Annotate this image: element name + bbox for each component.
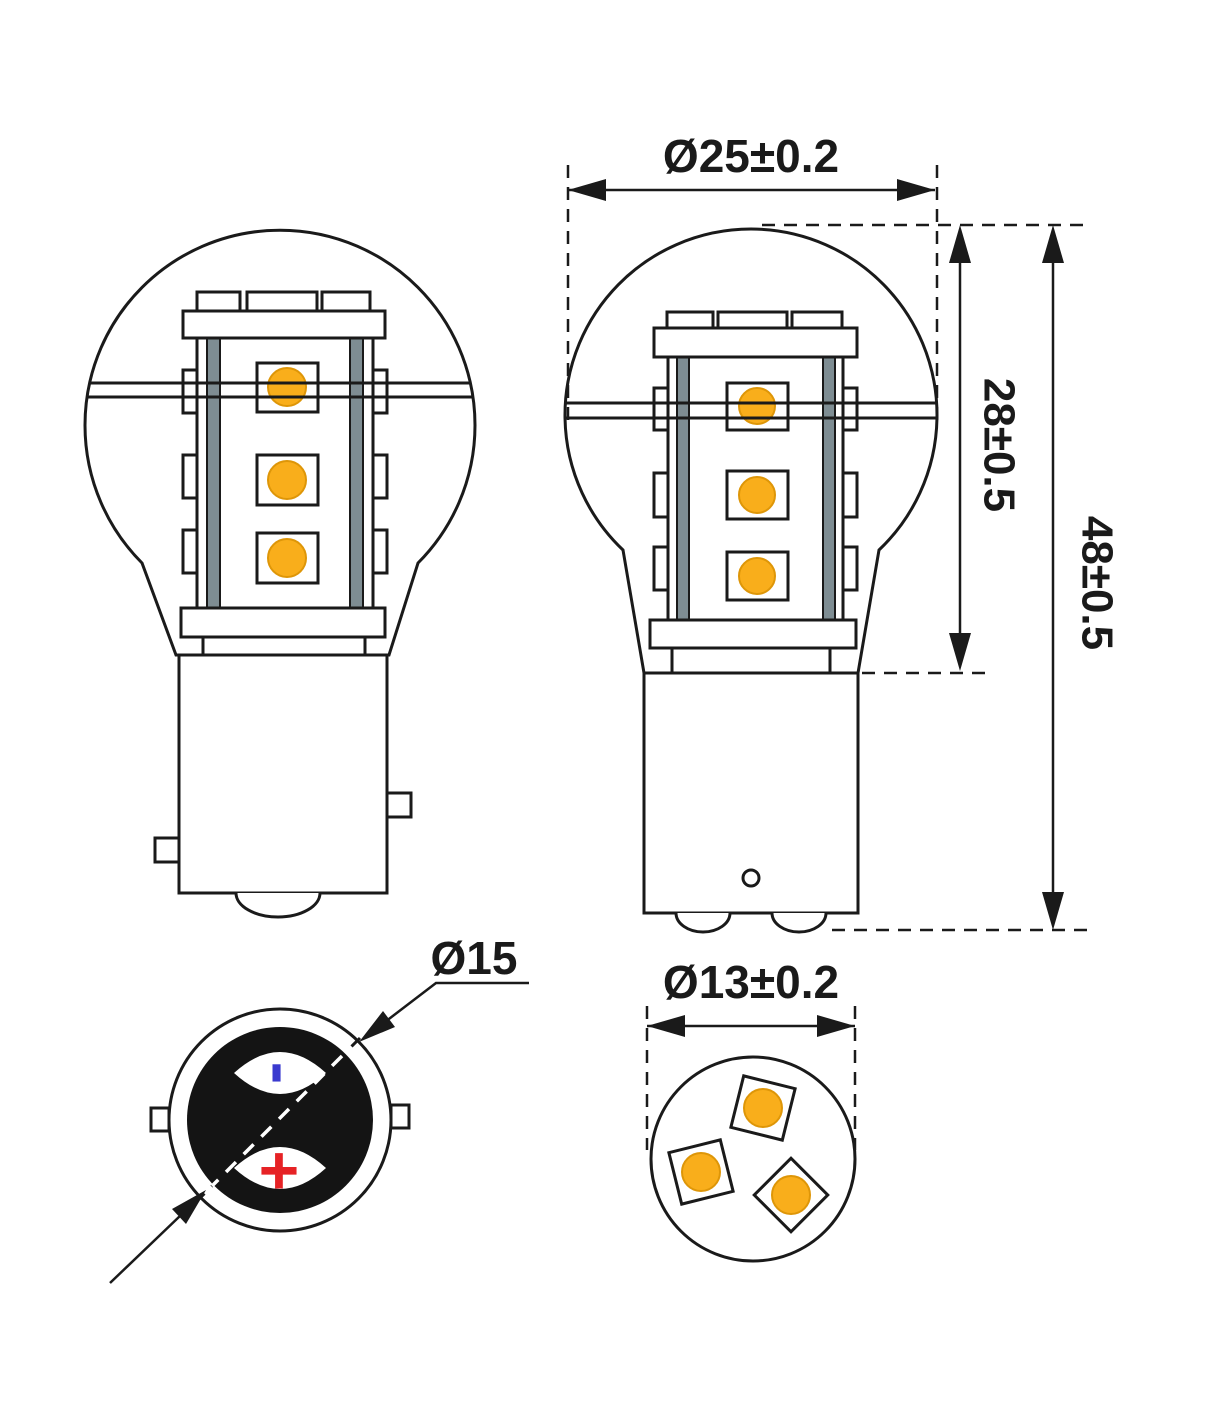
side-led-edge — [652, 386, 670, 432]
dimension-label: Ø15 — [431, 932, 518, 984]
arrowhead-right — [897, 179, 935, 201]
led-chip — [267, 538, 307, 578]
top-led-edge — [665, 310, 715, 330]
top-led-edge — [320, 290, 372, 313]
arrowhead-left — [568, 179, 606, 201]
arrowhead-down — [949, 633, 971, 671]
arrowhead-down — [1042, 892, 1064, 930]
arrowhead-left — [647, 1015, 685, 1037]
led-chip — [743, 1088, 783, 1128]
side-led-edge — [371, 528, 389, 575]
bayonet-base-shell — [177, 653, 389, 895]
side-led-edge — [652, 471, 670, 519]
led-chip — [681, 1152, 721, 1192]
bayonet-pin-right — [389, 1103, 411, 1130]
tower-top-plate — [181, 309, 387, 340]
arrowhead-up — [949, 225, 971, 263]
tower-top-plate — [652, 326, 859, 359]
tower-rail-left — [676, 356, 690, 621]
dim-base-diameter: Ø15 — [359, 932, 529, 1042]
top-led-edge — [245, 290, 319, 313]
base-bottom-contact — [674, 912, 732, 934]
leader-arrowhead — [359, 1011, 395, 1042]
dim-bulb-diameter: Ø25±0.2 — [566, 130, 939, 420]
base-bottom-contact — [234, 892, 322, 919]
tower-bottom-plate — [648, 618, 858, 650]
led-tower-front — [179, 290, 389, 657]
dimension-label: Ø25±0.2 — [663, 130, 839, 182]
led-chip — [738, 557, 776, 595]
tower-rail-left — [206, 337, 221, 611]
contact-window-negative — [234, 1052, 326, 1094]
dimension-label: 28±0.5 — [975, 378, 1024, 512]
top-view-led-platform: Ø13±0.2 — [645, 956, 857, 1263]
side-led-edge — [181, 528, 199, 575]
front-view-bulb — [83, 228, 477, 919]
bayonet-pin-left — [153, 836, 181, 864]
side-led-edge — [371, 453, 389, 500]
negative-polarity-mark: - — [244, 1062, 320, 1085]
arrowhead-up — [1042, 225, 1064, 263]
tower-bottom-plate — [179, 606, 387, 639]
dimension-label: 48±0.5 — [1073, 516, 1122, 650]
positive-polarity-mark: + — [259, 1131, 300, 1209]
dim-glass-height: 28±0.5 — [762, 223, 1092, 675]
pointer-arrow-base-insulator — [109, 1190, 206, 1284]
dim-total-height: 48±0.5 — [832, 225, 1122, 932]
side-led-edge — [371, 368, 389, 415]
side-led-edge — [841, 545, 859, 592]
tower-rail-right — [822, 356, 836, 621]
pointer-line — [109, 1214, 182, 1284]
led-chip — [267, 367, 307, 407]
base-bottom-contact — [770, 912, 828, 934]
side-led-edge — [652, 545, 670, 592]
bayonet-pin-left — [149, 1106, 171, 1133]
led-chip — [771, 1175, 811, 1215]
top-led-edge — [195, 290, 242, 313]
contact-window-positive — [234, 1147, 326, 1189]
top-led-edge — [790, 310, 844, 330]
base-bottom-view: - + — [149, 1007, 411, 1233]
arrowhead-right — [817, 1015, 855, 1037]
side-led-edge — [181, 368, 199, 415]
base-pin-hole — [741, 868, 761, 888]
led-chip — [267, 460, 307, 500]
pointer-arrowhead — [172, 1190, 206, 1224]
base-neck — [201, 635, 367, 657]
side-led-edge — [841, 386, 859, 432]
tower-rail-right — [349, 337, 364, 611]
led-chip — [738, 476, 776, 514]
side-led-edge — [841, 471, 859, 519]
led-tower-side — [648, 310, 859, 675]
top-led-edge — [716, 310, 789, 330]
side-led-edge — [181, 453, 199, 500]
side-view-bulb — [563, 227, 939, 934]
led-chip — [738, 387, 776, 425]
base-neck — [670, 646, 832, 675]
bayonet-pin-right — [385, 791, 413, 819]
dimension-label: Ø13±0.2 — [663, 956, 839, 1008]
